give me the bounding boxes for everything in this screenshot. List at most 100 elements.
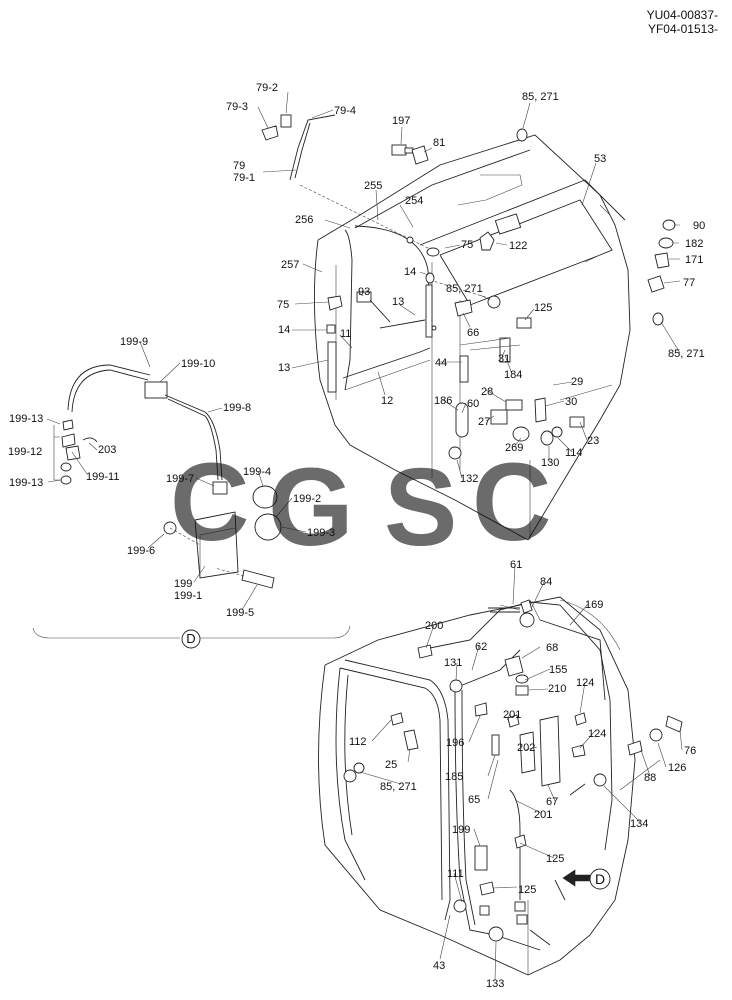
label-199-2: 199-2 (293, 493, 321, 505)
serial-range-2: YF04-01513- (647, 22, 718, 36)
label-79-3: 79-3 (226, 101, 248, 113)
label-199-13a: 199-13 (9, 413, 43, 425)
detail-d-callout: D (589, 868, 611, 890)
label-23: 23 (587, 435, 599, 447)
label-155: 155 (549, 664, 567, 676)
label-199-7: 199-7 (166, 473, 194, 485)
label-199-6: 199-6 (127, 545, 155, 557)
label-65: 65 (468, 794, 480, 806)
upper-cab-drawing (261, 114, 676, 541)
label-184: 184 (504, 369, 522, 381)
label-79-4: 79-4 (334, 105, 356, 117)
label-76: 76 (684, 745, 696, 757)
label-13-left: 13 (278, 362, 290, 374)
label-199-10: 199-10 (181, 358, 215, 370)
label-29: 29 (571, 376, 583, 388)
label-171: 171 (685, 254, 703, 266)
label-196: 196 (446, 737, 464, 749)
label-197: 197 (392, 115, 410, 127)
label-186: 186 (434, 395, 452, 407)
label-67: 67 (546, 796, 558, 808)
label-125-top: 125 (534, 302, 552, 314)
label-202: 202 (517, 742, 535, 754)
label-13-top: 13 (392, 296, 404, 308)
label-199-4: 199-4 (243, 466, 271, 478)
watermark-letter-c2: C (472, 441, 551, 564)
serial-range-1: YU04-00837- (646, 8, 718, 22)
label-125-bot: 125 (518, 884, 536, 896)
label-79-2: 79-2 (256, 82, 278, 94)
label-185: 185 (445, 771, 463, 783)
label-85-271-top: 85, 271 (522, 91, 559, 103)
label-85-271-right: 85, 271 (668, 348, 705, 360)
label-200: 200 (425, 620, 443, 632)
label-269: 269 (505, 442, 523, 454)
label-256: 256 (295, 214, 313, 226)
label-199-12: 199-12 (8, 446, 42, 458)
label-79: 79 (233, 160, 245, 172)
label-68: 68 (546, 642, 558, 654)
label-53: 53 (594, 153, 606, 165)
label-14-top: 14 (404, 266, 416, 278)
label-84: 84 (540, 576, 552, 588)
label-125-low: 125 (546, 853, 564, 865)
label-62: 62 (475, 641, 487, 653)
label-60: 60 (467, 398, 479, 410)
watermark-letter-c1: C (170, 441, 249, 564)
label-111: 111 (447, 868, 464, 880)
label-199-3: 199-3 (307, 527, 335, 539)
label-199-1: 199-1 (174, 590, 202, 602)
label-28: 28 (481, 386, 493, 398)
label-203: 203 (98, 444, 116, 456)
drawing-number: YU04-00837- YF04-01513- (647, 8, 718, 36)
label-124b: 124 (588, 728, 606, 740)
label-112: 112 (349, 736, 367, 748)
label-88: 88 (644, 772, 656, 784)
detail-d-drawing (32, 364, 351, 639)
label-93: 93 (358, 286, 370, 298)
label-122: 122 (509, 240, 527, 252)
label-199-11: 199-11 (86, 471, 119, 483)
label-255: 255 (364, 180, 382, 192)
label-124a: 124 (576, 677, 594, 689)
label-199-9: 199-9 (120, 336, 148, 348)
detail-d-marker: D (181, 629, 201, 649)
label-199-13b: 199-13 (9, 477, 43, 489)
label-12: 12 (381, 395, 393, 407)
label-199-low: 199 (452, 824, 470, 836)
detail-d-marker-letter: D (186, 631, 195, 646)
label-133: 133 (486, 978, 504, 990)
label-201a: 201 (503, 709, 521, 721)
label-75-top: 75 (461, 239, 473, 251)
label-11: 11 (340, 328, 351, 340)
label-257: 257 (281, 259, 299, 271)
lower-cab-drawing (318, 596, 683, 976)
label-44: 44 (435, 357, 447, 369)
label-210: 210 (548, 683, 566, 695)
label-81: 81 (433, 137, 445, 149)
watermark-logo: C G S C (170, 441, 551, 569)
leader-lines (46, 91, 683, 981)
label-43: 43 (433, 960, 445, 972)
label-27: 27 (478, 416, 490, 428)
label-199: 199 (174, 578, 192, 590)
label-201b: 201 (534, 809, 552, 821)
label-199-8: 199-8 (223, 402, 251, 414)
label-114: 114 (565, 447, 583, 459)
label-169: 169 (585, 599, 603, 611)
label-30: 30 (565, 396, 577, 408)
label-85-271-low: 85, 271 (380, 781, 417, 793)
label-90: 90 (693, 220, 705, 232)
callout-labels: 79-2 79-3 79-4 79 79-1 197 81 85, 271 53… (8, 82, 705, 990)
label-85-271-mid: 85, 271 (446, 283, 483, 295)
label-25: 25 (385, 759, 397, 771)
label-79-1: 79-1 (233, 172, 255, 184)
label-134: 134 (630, 818, 648, 830)
watermark-letter-g: G (268, 446, 354, 569)
label-132: 132 (460, 473, 478, 485)
watermark-letter-s: S (384, 446, 457, 569)
label-126: 126 (668, 762, 686, 774)
label-75-left: 75 (277, 299, 289, 311)
label-77: 77 (683, 277, 695, 289)
